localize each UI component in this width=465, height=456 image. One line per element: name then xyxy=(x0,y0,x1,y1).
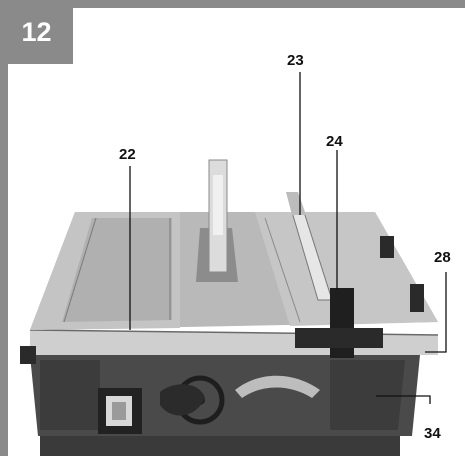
figure-number: 12 xyxy=(21,16,52,47)
callout-24: 24 xyxy=(326,133,343,150)
callout-34: 34 xyxy=(424,425,441,442)
callout-28: 28 xyxy=(434,249,451,266)
callout-22: 22 xyxy=(119,146,136,163)
figure-number-badge: 12 xyxy=(0,0,73,64)
fence-clamp xyxy=(295,328,383,348)
callout-23: 23 xyxy=(287,52,304,69)
leader-line-34 xyxy=(376,395,431,404)
bevel-scale xyxy=(235,375,320,398)
leader-line-28 xyxy=(425,272,447,353)
